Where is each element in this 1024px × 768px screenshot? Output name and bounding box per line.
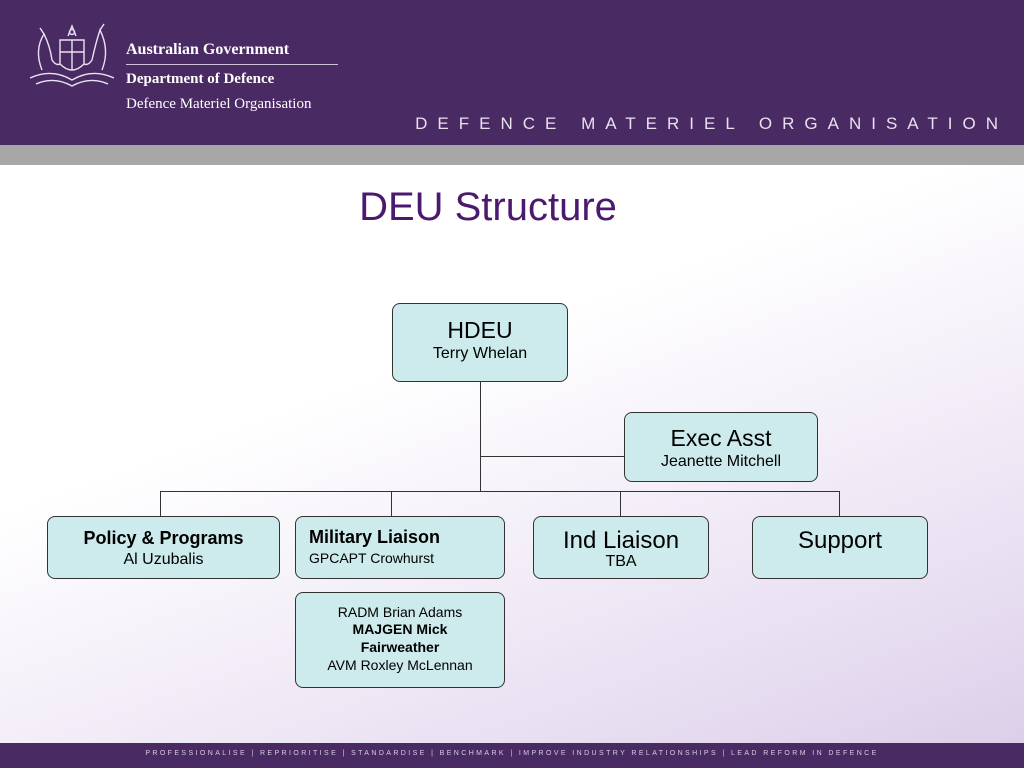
node-role: Military Liaison bbox=[309, 527, 441, 547]
node-hdeu: HDEU Terry Whelan bbox=[392, 303, 568, 382]
connector-ind bbox=[620, 491, 621, 516]
node-role: Support bbox=[797, 527, 883, 554]
slide-title: DEU Structure bbox=[359, 185, 617, 229]
header-banner: Australian Government Department of Defe… bbox=[0, 0, 1024, 145]
connector-hdeu-trunk bbox=[480, 382, 481, 492]
node-role: HDEU bbox=[447, 317, 513, 343]
node-role: Policy & Programs bbox=[83, 528, 244, 548]
connector-support bbox=[839, 491, 840, 516]
footer-banner: PROFESSIONALISE | REPRIORITISE | STANDAR… bbox=[0, 743, 1024, 768]
node-policy-programs: Policy & Programs Al Uzubalis bbox=[47, 516, 280, 579]
header-band bbox=[0, 145, 1024, 165]
node-person: GPCAPT Crowhurst bbox=[309, 550, 434, 566]
node-person: Al Uzubalis bbox=[123, 551, 204, 568]
node-military-liaison: Military Liaison GPCAPT Crowhurst bbox=[295, 516, 505, 579]
node-person: Jeanette Mitchell bbox=[660, 453, 782, 470]
member-line: AVM Roxley McLennan bbox=[327, 657, 473, 673]
org-banner-text: DEFENCE MATERIEL ORGANISATION bbox=[415, 114, 1008, 133]
connector-exec bbox=[480, 456, 625, 457]
node-exec-asst: Exec Asst Jeanette Mitchell bbox=[624, 412, 818, 482]
connector-military bbox=[391, 491, 392, 516]
connector-policy bbox=[160, 491, 161, 516]
node-person: Terry Whelan bbox=[432, 345, 528, 362]
member-line: MAJGEN Mick Fairweather bbox=[352, 621, 448, 655]
department-name: Department of Defence bbox=[126, 71, 275, 87]
organisation-name: Defence Materiel Organisation bbox=[126, 96, 312, 112]
coat-of-arms-icon bbox=[29, 23, 115, 87]
node-person: TBA bbox=[605, 553, 637, 570]
node-role: Ind Liaison bbox=[562, 527, 680, 554]
footer-tagline: PROFESSIONALISE | REPRIORITISE | STANDAR… bbox=[145, 750, 879, 757]
node-support: Support bbox=[752, 516, 928, 579]
gov-name: Australian Government bbox=[126, 41, 290, 58]
connector-horizontal bbox=[160, 491, 840, 492]
node-ind-liaison: Ind Liaison TBA bbox=[533, 516, 709, 579]
member-line: RADM Brian Adams bbox=[337, 604, 463, 620]
node-role: Exec Asst bbox=[670, 425, 772, 451]
node-military-members: RADM Brian Adams MAJGEN Mick Fairweather… bbox=[295, 592, 505, 688]
divider bbox=[126, 64, 338, 65]
